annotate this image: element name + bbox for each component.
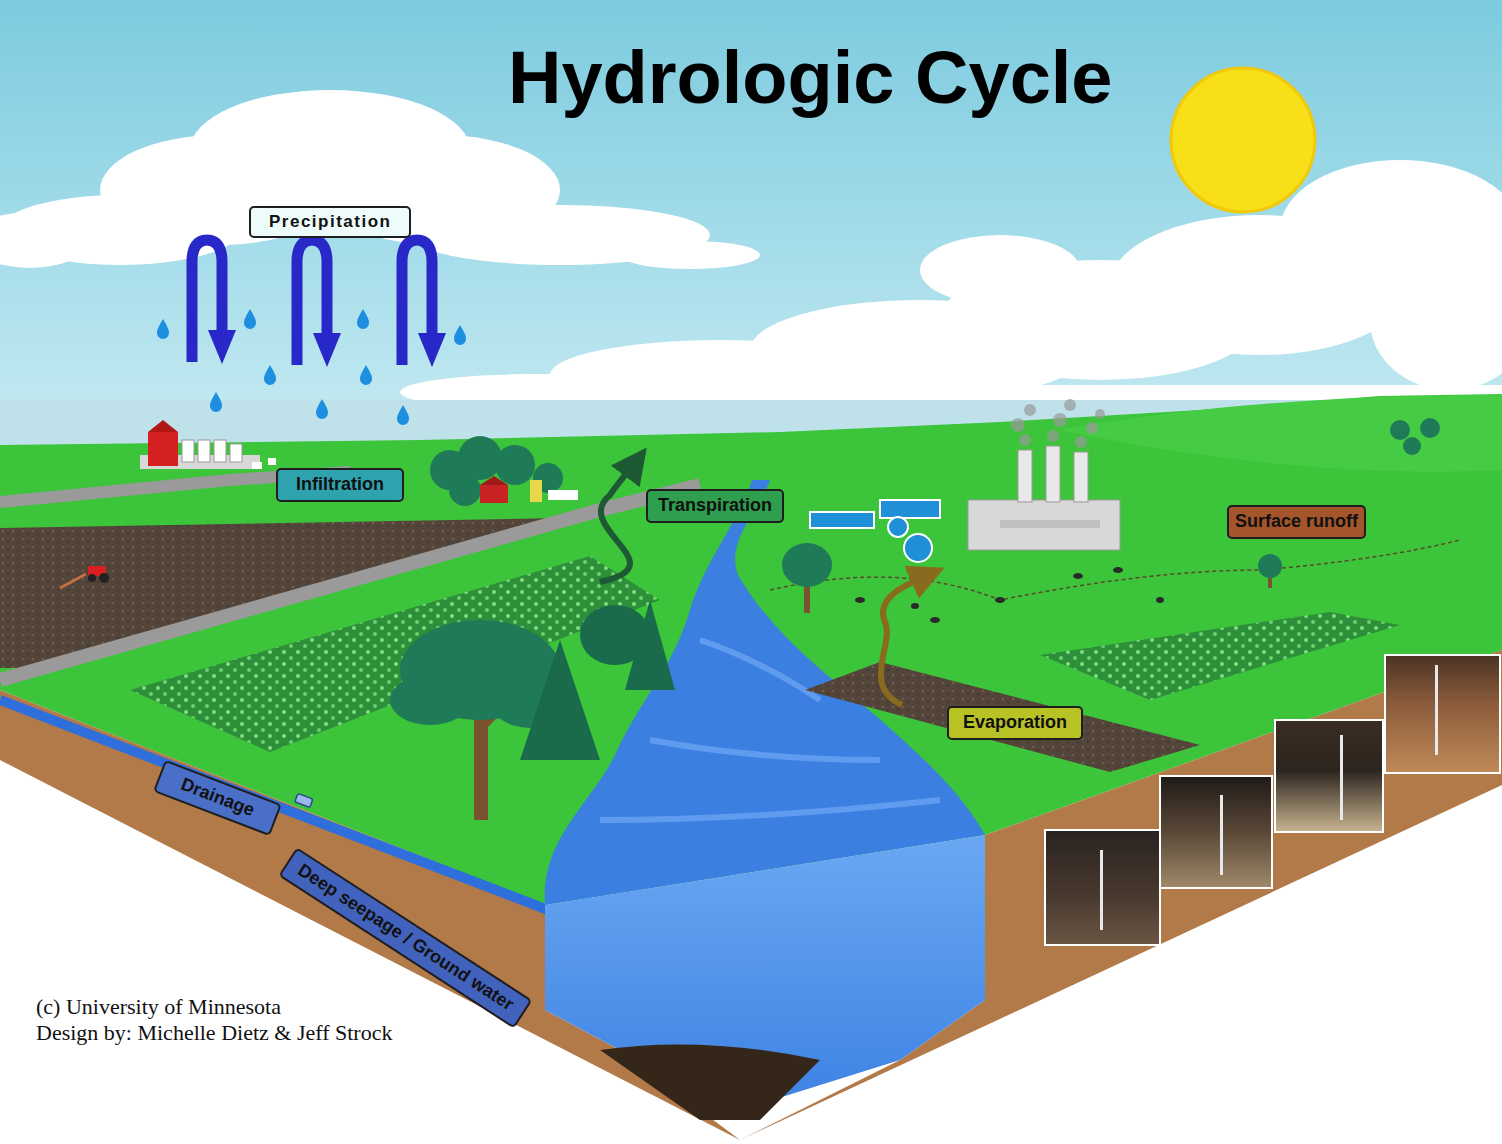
process-label-box: Infiltration <box>276 468 404 502</box>
box-label: Infiltration <box>296 474 384 496</box>
process-label-box: Evaporation <box>947 706 1083 740</box>
box-label: Surface runoff <box>1235 511 1358 533</box>
process-label-box: Transpiration <box>646 489 784 523</box>
credit-note: Design by: Michelle Dietz & Jeff Strock <box>36 1020 392 1045</box>
box-label: Evaporation <box>963 712 1067 734</box>
box-label: Transpiration <box>658 495 772 517</box>
box-label: Precipitation <box>269 212 391 232</box>
process-label-box: Surface runoff <box>1227 505 1366 539</box>
process-label-box: Precipitation <box>249 206 411 238</box>
diagram-title: Hydrologic Cycle <box>508 41 1113 115</box>
credit-note: (c) University of Minnesota <box>36 994 281 1019</box>
